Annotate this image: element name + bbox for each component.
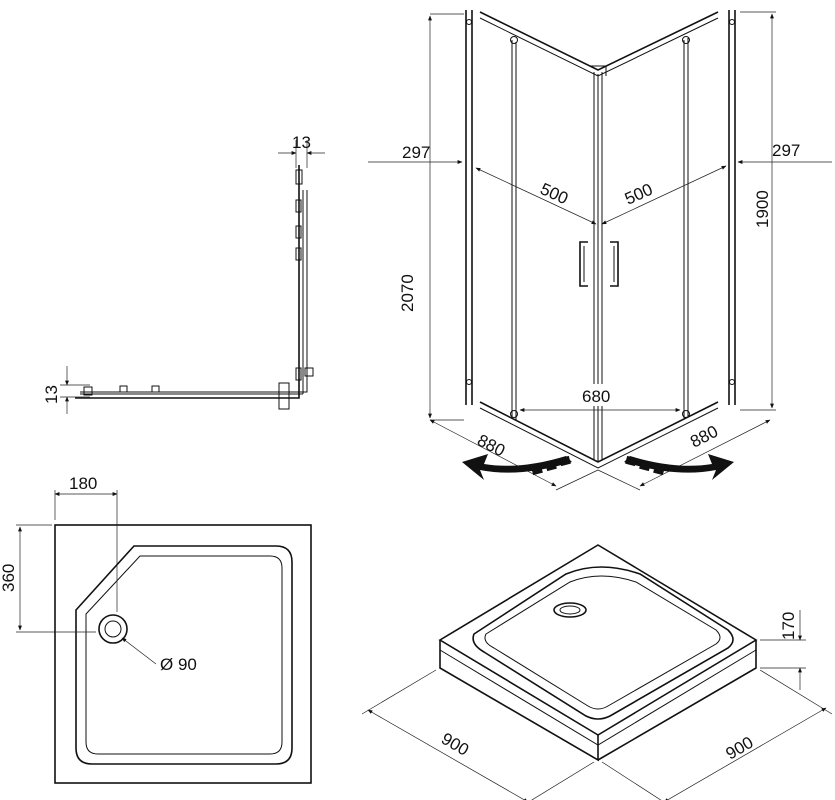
right-door-width-label: 500 [622, 180, 656, 209]
right-offset-label: 297 [772, 141, 800, 160]
total-height-label: 2070 [398, 274, 417, 312]
tray-drain-icon [553, 602, 587, 618]
corner-depth-label: 360 [0, 564, 18, 592]
tray-height-dimension: 170 [760, 610, 806, 690]
corner-depth-dimension: 360 [0, 524, 96, 633]
corner-width-label: 180 [69, 474, 97, 493]
tray-3d-view: 170 900 900 [361, 544, 833, 800]
enclosure-3d-view: 297 297 500 500 2070 1900 [368, 10, 832, 491]
entry-width-label: 680 [582, 387, 610, 406]
right-door-opening-arrow-icon [624, 454, 734, 480]
enclosure-right-offset-dimension: 297 [737, 141, 832, 164]
profile-left-dimension: 13 [42, 366, 90, 414]
left-door-width-dimension: 500 [475, 167, 597, 225]
total-height-dimension: 2070 [398, 13, 464, 421]
profile-top-dimension: 13 [278, 133, 325, 168]
tray-height-label: 170 [779, 612, 798, 640]
left-side-label: 880 [474, 431, 508, 461]
profile-top-dim-label: 13 [292, 133, 311, 152]
tray-plan-view: 180 360 Ø 90 [0, 474, 312, 784]
left-door-opening-arrow-icon [462, 454, 572, 480]
entry-width-dimension: 680 [519, 384, 681, 412]
door-height-dimension: 1900 [740, 11, 776, 411]
drain-diameter-dimension: Ø 90 [121, 637, 197, 674]
tray-right-side-label: 900 [723, 733, 757, 764]
profile-left-dim-label: 13 [42, 385, 61, 404]
left-door-width-label: 500 [537, 179, 571, 208]
tray-left-side-label: 900 [438, 729, 472, 760]
corner-width-dimension: 180 [54, 474, 118, 612]
left-offset-label: 297 [402, 143, 430, 162]
drain-diameter-label: Ø 90 [160, 655, 197, 674]
right-door-width-dimension: 500 [601, 165, 727, 225]
drain-outer-icon [98, 614, 128, 644]
enclosure-left-offset-dimension: 297 [368, 143, 463, 164]
door-height-label: 1900 [753, 190, 772, 228]
profile-section-view: 13 13 [42, 133, 325, 414]
